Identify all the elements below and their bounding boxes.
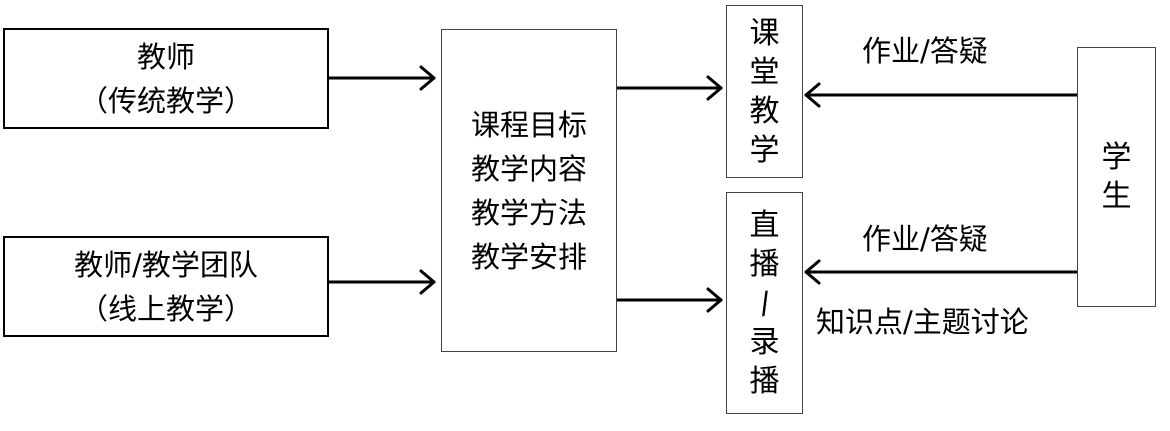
live-recorded-label: 直 播 / 录 播 (750, 206, 780, 401)
arrowhead-student-to-live (804, 259, 821, 285)
classroom-char: 堂 (749, 54, 780, 90)
live-char: 直 (749, 207, 780, 243)
course-item-methods: 教学方法 (470, 195, 587, 230)
arrowhead-student-to-classroom (804, 82, 821, 108)
classroom-char: 学 (749, 132, 780, 168)
arrowhead-course-to-classroom (706, 75, 723, 101)
student-box: 学 生 (1077, 47, 1156, 307)
teacher-traditional-box: 教师 （传统教学） (3, 28, 329, 129)
teacher-online-subtitle: （线上教学） (78, 291, 253, 326)
arrowhead-teacher-to-course-top (419, 65, 436, 91)
student-char: 生 (1101, 179, 1132, 214)
label-knowledge-discussion: 知识点/主题讨论 (816, 305, 1029, 339)
course-item-content: 教学内容 (470, 151, 587, 186)
classroom-box: 课 堂 教 学 (726, 5, 803, 178)
classroom-char: 课 (749, 15, 780, 51)
classroom-char: 教 (749, 93, 780, 129)
classroom-label: 课 堂 教 学 (750, 14, 780, 170)
live-char: / (756, 284, 773, 322)
teacher-traditional-subtitle: （传统教学） (78, 83, 253, 118)
live-char: 播 (749, 363, 780, 399)
teacher-traditional-title: 教师 (136, 39, 195, 74)
live-char: 播 (749, 246, 780, 282)
live-char: 录 (749, 324, 780, 360)
live-recorded-box: 直 播 / 录 播 (726, 192, 803, 414)
label-homework-qa-top: 作业/答疑 (862, 34, 988, 68)
course-item-schedule: 教学安排 (470, 239, 587, 274)
course-box: 课程目标 教学内容 教学方法 教学安排 (441, 29, 617, 352)
course-item-goals: 课程目标 (470, 107, 587, 142)
arrowhead-course-to-live (706, 287, 723, 313)
teacher-online-box: 教师/教学团队 （线上教学） (3, 236, 329, 337)
arrowhead-teacher-to-course-bottom (419, 269, 436, 295)
student-label: 学 生 (1102, 138, 1132, 216)
label-homework-qa-bottom: 作业/答疑 (862, 222, 988, 256)
student-char: 学 (1101, 140, 1132, 175)
teacher-online-title: 教师/教学团队 (74, 247, 258, 282)
